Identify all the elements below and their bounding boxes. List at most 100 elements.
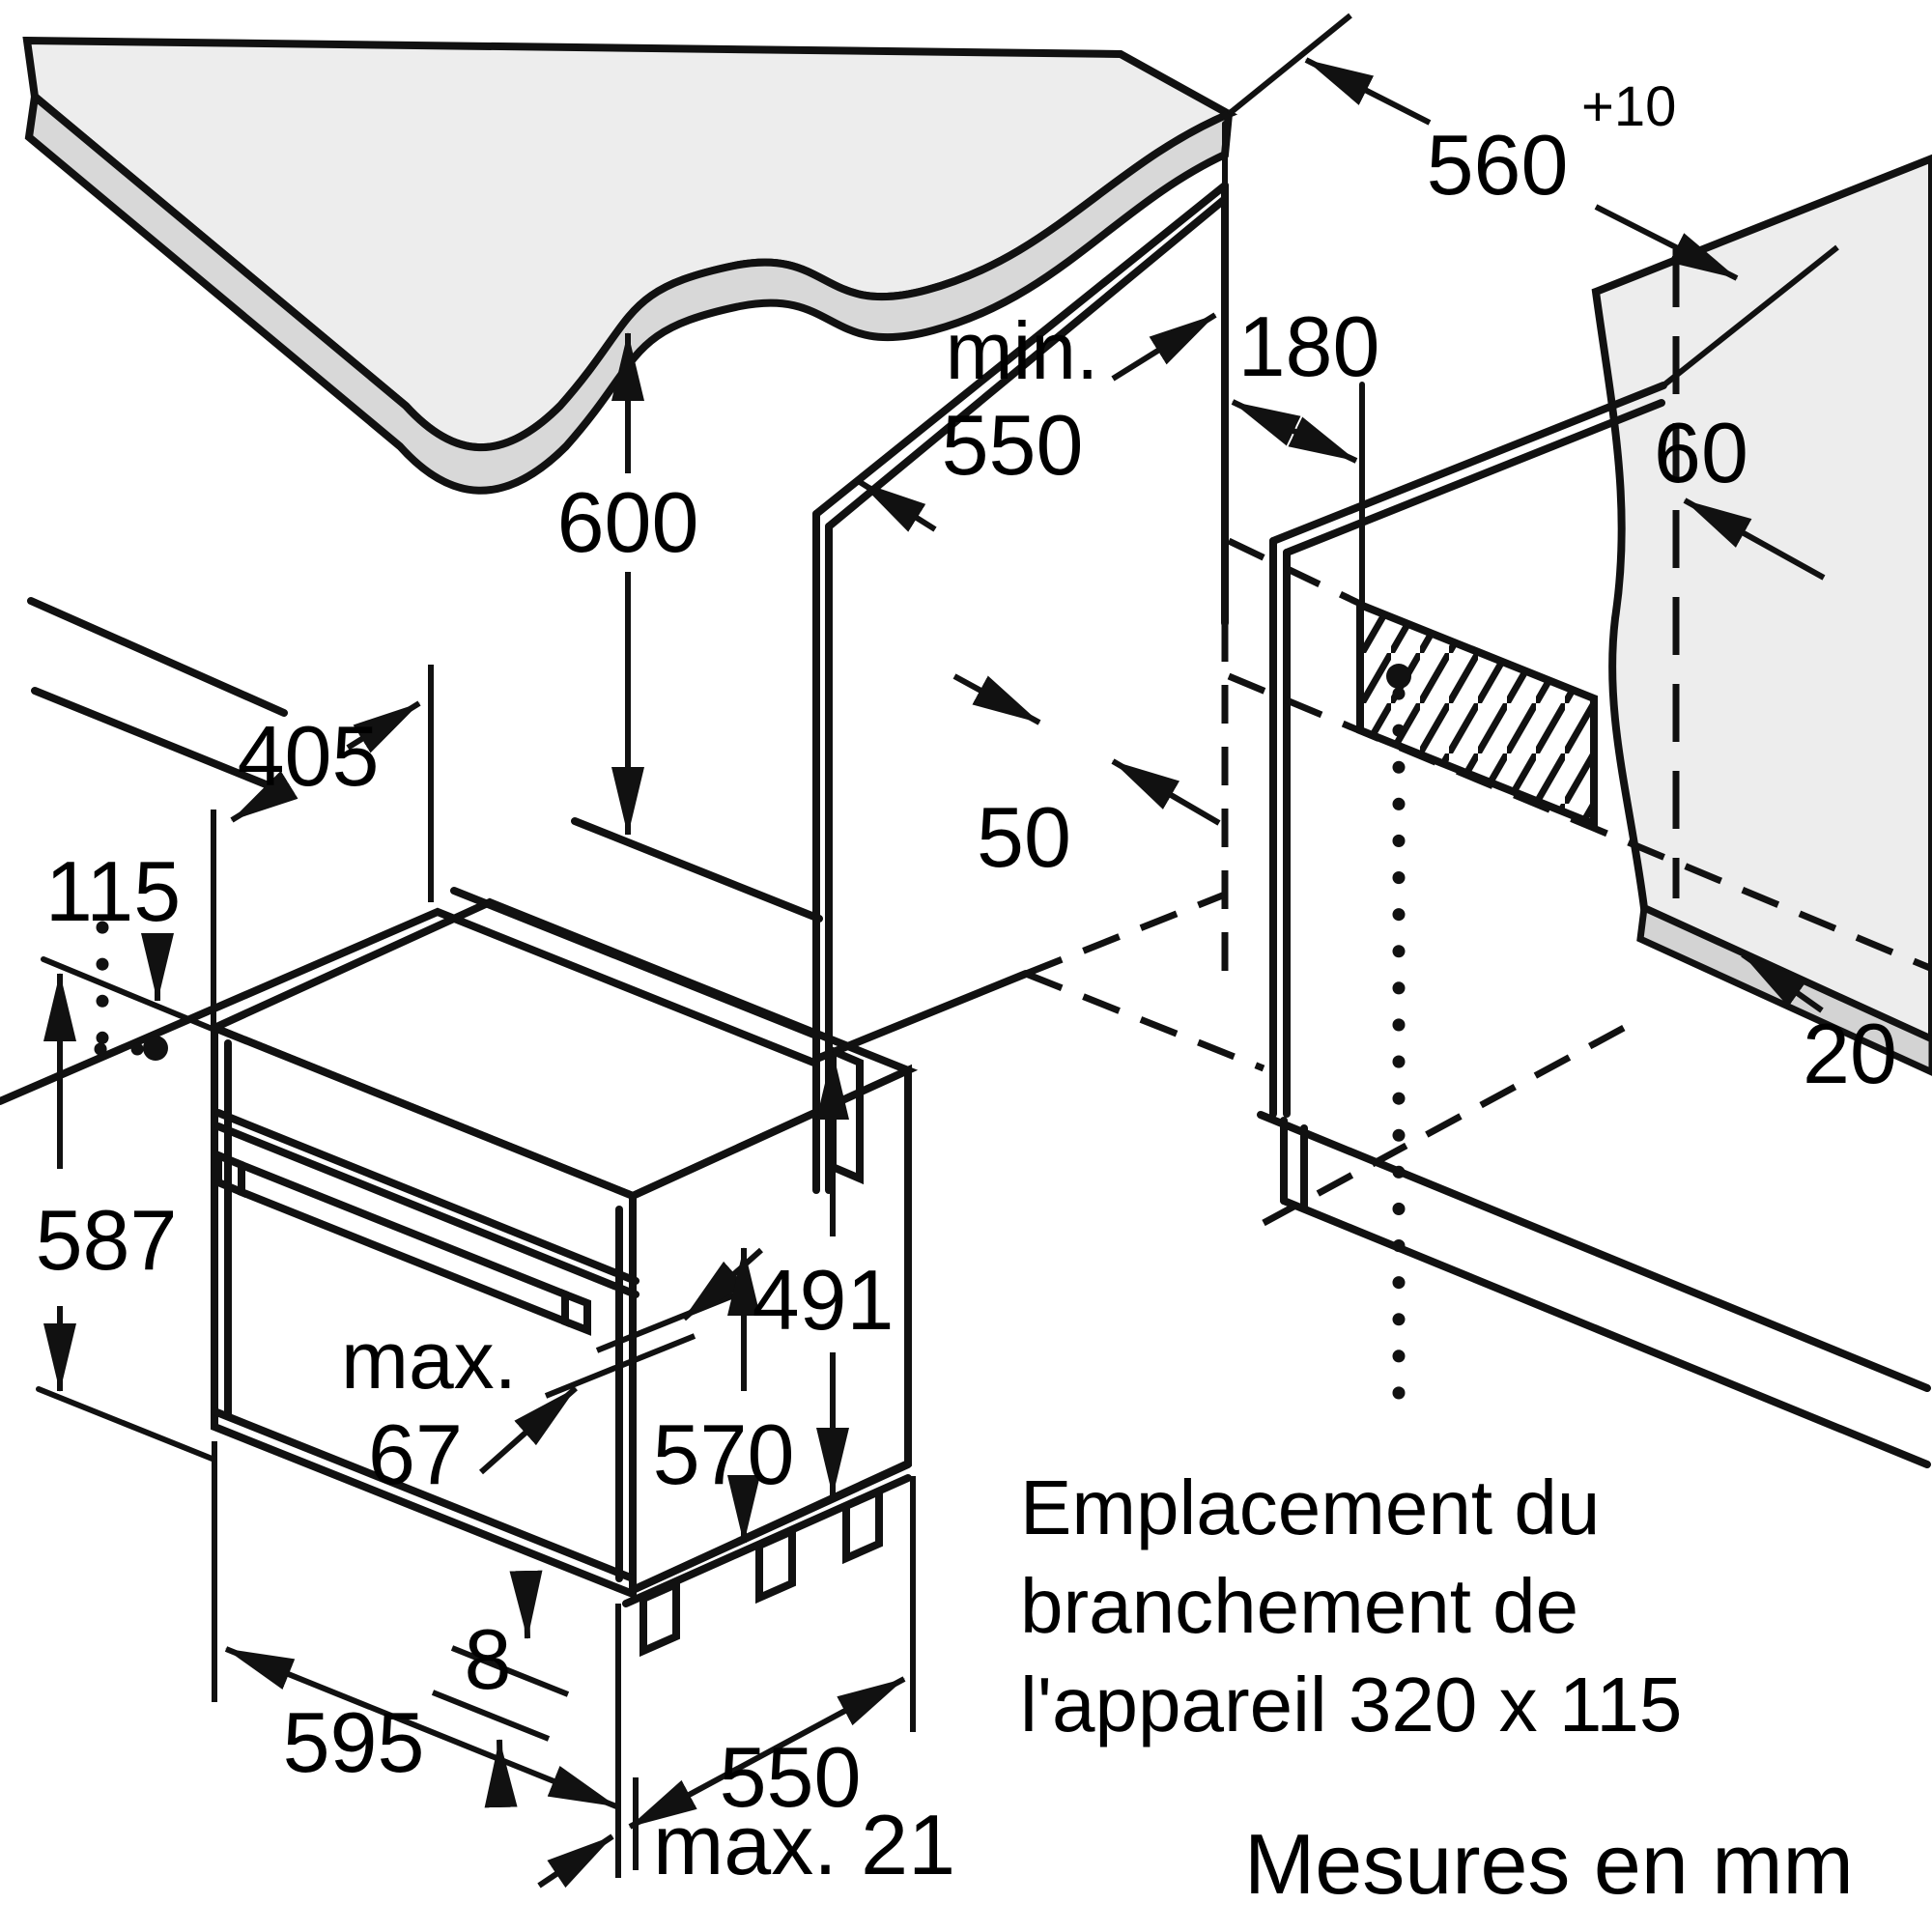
dim-oven-width: 595 <box>212 1441 618 1809</box>
dim-595-label: 595 <box>283 1694 425 1790</box>
dim-connection-offset: 180 <box>1231 298 1380 464</box>
oven-bottom-extension <box>36 1386 217 1463</box>
dim-560-ext-right <box>1662 244 1839 388</box>
side-panel-face <box>1591 154 1932 1044</box>
dim-50-arrow-upper <box>952 673 1041 725</box>
dim-niche-width: 560 +10 <box>1227 13 1839 388</box>
dim-491-label: 491 <box>753 1252 895 1348</box>
dim-body-depth: 550 <box>628 1476 916 1830</box>
dim-8-label: 8 <box>465 1611 512 1707</box>
hidden-floor-side-edge <box>1024 970 1265 1072</box>
dim-60-arrow <box>1683 497 1826 581</box>
cabinet-top-edge <box>1269 382 1667 545</box>
dim-67-label: 67 <box>368 1406 463 1502</box>
dim-180-label: 180 <box>1238 298 1380 394</box>
dim-oven-height: 587 <box>36 973 178 1392</box>
oven-foot-3 <box>842 1485 883 1565</box>
oven <box>204 897 919 1658</box>
dim-50-arrow-lower <box>1111 758 1221 826</box>
dim-595-shaft <box>224 1646 618 1809</box>
cabinet-top-edge-inner <box>1283 399 1665 556</box>
connection-note-line2: branchement de <box>1020 1563 1578 1649</box>
connection-point-dot <box>1386 664 1411 689</box>
oven-handle-left-cap <box>214 1150 245 1198</box>
dim-8-arrow-up <box>484 1739 518 1808</box>
shelf-front-edge-upper <box>450 887 820 1039</box>
right-cabinet <box>1257 382 1931 1468</box>
annotations: Emplacement du branchement de l'appareil… <box>1020 1464 1854 1912</box>
oven-foot-2 <box>755 1524 796 1605</box>
connection-note-line1: Emplacement du <box>1020 1464 1600 1550</box>
dim-180-shaft <box>1231 399 1358 464</box>
shelf-front-edge <box>0 907 820 1105</box>
oven-handle-right-cap <box>561 1289 591 1336</box>
dim-21-label: max. 21 <box>653 1797 955 1892</box>
dim-top-depth: 405 <box>211 665 434 1032</box>
dim-21-arrow <box>537 1833 614 1889</box>
dim-base-setback: 50 <box>952 673 1221 885</box>
dim-60-label: 60 <box>1654 405 1748 500</box>
side-panel <box>1591 154 1932 1076</box>
cabinet-plinth-edge <box>1280 1197 1931 1468</box>
dim-50-label: 50 <box>977 789 1071 885</box>
dim-600-label: 600 <box>557 474 699 570</box>
connection-note-line3: l'appareil 320 x 115 <box>1020 1662 1682 1747</box>
hidden-edge-to-hatch <box>1227 537 1360 607</box>
dim-8-ref-upper <box>450 1645 570 1697</box>
dim-8-arrow-down <box>509 1570 543 1639</box>
cabinet-bottom-edge <box>1257 1111 1931 1392</box>
dim-560-shaft-right <box>1594 204 1739 281</box>
connection-hatched-area <box>1356 599 1598 830</box>
dim-niche-depth: min. 550 <box>858 305 1217 532</box>
dim-handle-depth: max. 67 <box>341 1247 763 1502</box>
oven-foot-1 <box>639 1577 680 1658</box>
shelf-line-left-a2 <box>571 817 823 923</box>
left-connection-dot <box>143 1036 168 1061</box>
shelf-line-left-a <box>27 597 288 717</box>
niche-top-edge <box>812 182 1229 518</box>
dim-405-arrow-right <box>346 700 421 753</box>
dim-body-height: 570 <box>653 1247 795 1544</box>
dim-min550-arrow-lower <box>858 479 937 532</box>
dim-worktop-height: 600 <box>557 332 699 836</box>
dim-rear-height: 491 <box>753 1051 895 1496</box>
dim-560-label: 560 <box>1427 117 1569 213</box>
dim-side-connection-offset: 115 <box>45 843 181 1002</box>
dim-min550-arrow-upper <box>1111 312 1217 382</box>
niche-floor-front-edge <box>815 970 1030 1062</box>
dim-67-prefix: max. <box>341 1315 517 1406</box>
dim-plinth-recess: max. 21 <box>537 1604 955 1892</box>
dimensions: 560 +10 600 min. 550 180 60 <box>36 13 1897 1892</box>
oven-door-bottom-inner <box>211 1407 637 1582</box>
dim-560-shaft-left <box>1304 57 1432 126</box>
hidden-cabinet-floor-edge <box>1262 1018 1636 1227</box>
oven-bottom-rear-edge <box>629 1461 912 1594</box>
dim-20-label: 20 <box>1803 1006 1897 1101</box>
dim-405-label: 405 <box>238 708 380 804</box>
dim-560-ext-left <box>1227 13 1352 117</box>
dim-min550-prefix: min. <box>946 305 1099 396</box>
dim-587-label: 587 <box>36 1192 178 1288</box>
dim-rear-gap: 20 <box>1741 952 1897 1101</box>
dim-405-arrow-left <box>230 770 298 823</box>
dim-67-ref-lower <box>544 1333 696 1399</box>
dim-115-label: 115 <box>45 843 181 939</box>
projection-dotted <box>94 687 1406 1415</box>
dim-20-arrow <box>1741 952 1824 1013</box>
hidden-edges <box>1024 249 1932 1227</box>
dim-570-label: 570 <box>653 1406 795 1502</box>
units-note: Mesures en mm <box>1244 1816 1854 1912</box>
dim-550-label: 550 <box>720 1729 862 1825</box>
oven-fascia-line <box>214 1109 639 1285</box>
dim-side-offset: 60 <box>1654 405 1826 581</box>
oven-top-extension <box>41 956 217 1033</box>
oven-fascia-line-inner <box>214 1122 639 1298</box>
dim-67-arrow-lower <box>479 1385 578 1475</box>
hidden-floor-back-edge <box>1024 891 1227 978</box>
dim-550-shaft <box>628 1676 906 1830</box>
hidden-edge-lower <box>1227 672 1932 972</box>
dim-door-gap: 8 <box>431 1570 570 1808</box>
niche-top-edge-inner <box>825 195 1229 530</box>
